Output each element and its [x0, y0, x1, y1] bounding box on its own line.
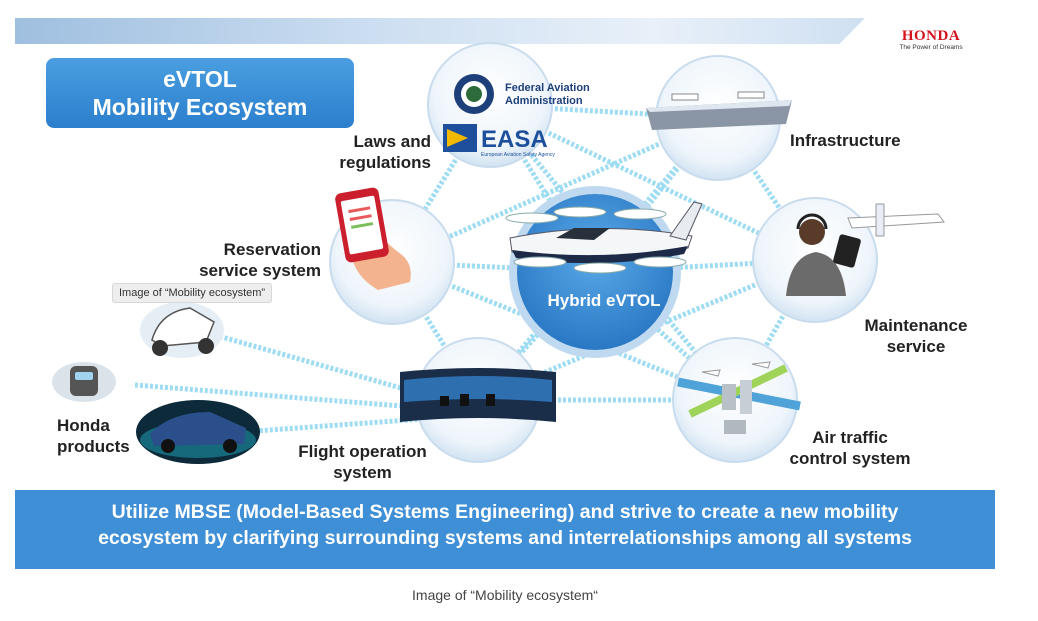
logo-tagline: The Power of Dreams	[899, 44, 963, 51]
air-traffic-label: Air traffic control system	[775, 427, 925, 469]
reservation-label: Reservation service system	[186, 239, 321, 281]
vertiport-building-icon	[646, 91, 792, 130]
honda-products-label-line1: Honda	[57, 416, 110, 435]
title-box: eVTOL Mobility Ecosystem	[46, 58, 354, 128]
hub-label: Hybrid eVTOL	[547, 291, 660, 310]
scooter-icon	[140, 302, 224, 358]
reservation-circle	[329, 187, 455, 325]
laws-regulations-circle	[427, 42, 553, 168]
logo-wordmark: HONDA	[901, 28, 961, 44]
infrastructure-label: Infrastructure	[790, 130, 940, 151]
reservation-label-line1: Reservation	[223, 240, 321, 259]
honda-logo: HONDA The Power of Dreams	[886, 29, 976, 52]
summary-banner	[15, 490, 995, 569]
flight-operation-circle	[400, 337, 556, 463]
robot-icon	[52, 362, 116, 402]
city-traffic-icon	[677, 361, 801, 434]
maintenance-label-line2: service	[886, 337, 946, 356]
laws-label-line1: Laws and	[353, 132, 431, 151]
reservation-label-line2: service system	[199, 261, 321, 280]
image-caption: Image of “Mobility ecosystem“	[412, 587, 598, 603]
flight-operation-label-line1: Flight operation	[298, 442, 427, 461]
honda-products-label-line2: products	[57, 437, 130, 456]
technician-tablet-icon	[786, 213, 861, 296]
hybrid-evtol-hub	[505, 186, 703, 358]
maintenance-circle	[752, 197, 945, 323]
easa-logo-icon	[443, 124, 477, 152]
title-line2: Mobility Ecosystem	[92, 94, 308, 120]
infrastructure-circle	[646, 55, 792, 181]
smartphone-hand-icon	[335, 187, 411, 290]
title-line1: eVTOL	[163, 66, 237, 92]
air-traffic-label-line2: control system	[789, 449, 911, 468]
top-banner-stripe	[15, 18, 865, 44]
flight-operation-label: Flight operation system	[285, 441, 440, 483]
faa-label-line2: Administration	[505, 95, 583, 107]
summary-line2: ecosystem by clarifying surrounding syst…	[98, 527, 912, 549]
maintenance-label: Maintenance service	[851, 315, 981, 357]
maintenance-label-line1: Maintenance	[864, 316, 968, 335]
faa-seal-icon	[454, 74, 494, 114]
evtol-aircraft-icon	[505, 201, 703, 274]
air-traffic-label-line1: Air traffic	[812, 428, 888, 447]
faa-label-line1: Federal Aviation	[505, 82, 590, 94]
infrastructure-label-line1: Infrastructure	[790, 131, 901, 150]
laws-label: Laws and regulations	[316, 131, 431, 173]
easa-label: EASA	[481, 126, 548, 153]
easa-sublabel: European Aviation Safety Agency	[481, 152, 555, 158]
honda-products-label: Honda products	[57, 415, 147, 457]
flight-operation-label-line2: system	[333, 463, 392, 482]
small-aircraft-icon	[847, 203, 945, 237]
summary-text: Utilize MBSE (Model-Based Systems Engine…	[15, 499, 995, 551]
honda-products-images	[52, 302, 260, 464]
operations-center-icon	[400, 368, 556, 422]
car-icon	[136, 400, 260, 464]
laws-label-line2: regulations	[339, 153, 431, 172]
image-tooltip: Image of “Mobility ecosystem”	[112, 283, 273, 303]
air-traffic-circle	[672, 337, 801, 463]
summary-line1: Utilize MBSE (Model-Based Systems Engine…	[111, 501, 899, 523]
